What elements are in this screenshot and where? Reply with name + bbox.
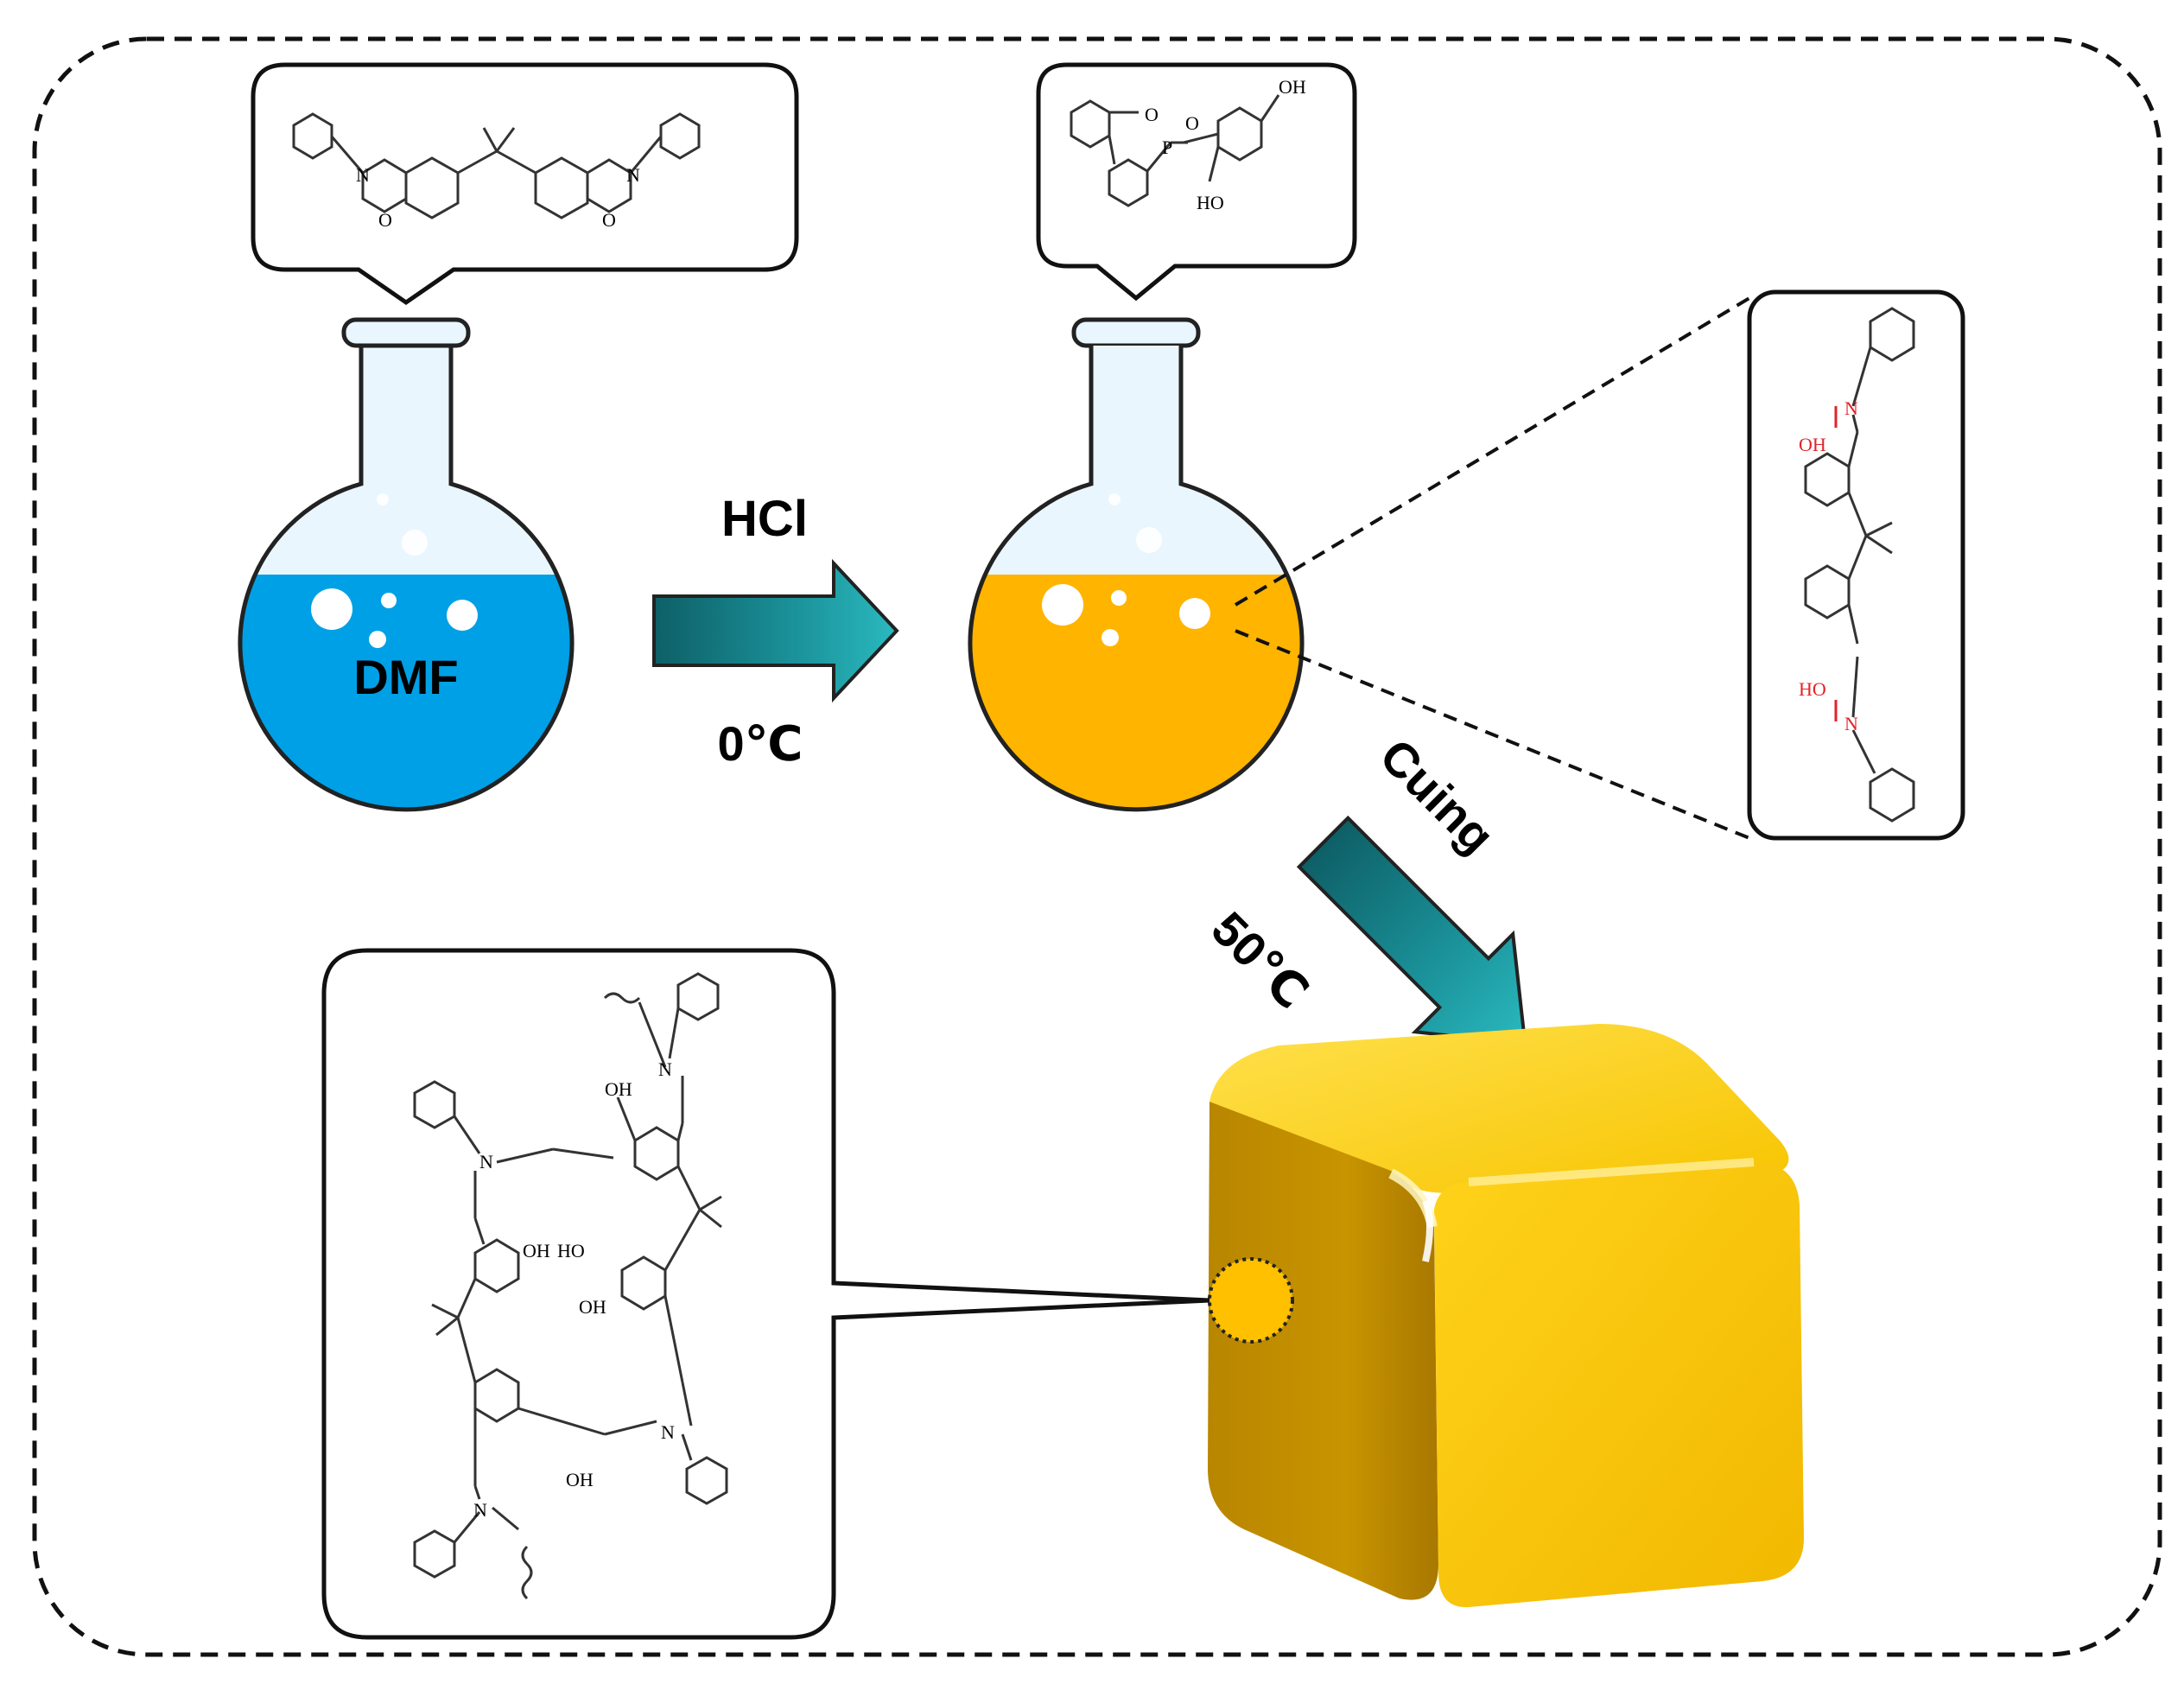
net-atom-oh-4: OH [566,1469,594,1490]
reagent-label: HCl [721,491,808,547]
atom-o-right: O [602,209,616,231]
net-atom-n-1: N [658,1058,672,1080]
flask-dmf-icon [238,317,575,812]
net-atom-n-4: N [473,1499,487,1521]
net-atom-oh-1: OH [605,1078,632,1100]
net-atom-ho-1: HO [557,1240,585,1261]
flask-reaction-icon [968,317,1305,812]
atom-n-right: N [626,164,640,186]
intermediate-structure-box: N OH HO N [1747,289,1965,841]
net-atom-n-2: N [479,1151,493,1172]
atom-o-ring: O [1145,104,1159,125]
atom-o-double: O [1185,112,1199,134]
atom-ho-bottom-red: HO [1799,678,1826,700]
cured-polymer-cube-icon [1208,1024,1804,1608]
atom-ho-bottom: HO [1197,192,1224,213]
atom-oh-top: OH [1279,76,1306,98]
atom-p: P [1162,137,1172,158]
net-atom-n-3: N [661,1421,675,1443]
atom-n-left: N [356,164,370,186]
reaction-arrow-icon [652,558,899,703]
zoom-line-top [1234,296,1751,607]
atom-o-left: O [378,209,392,231]
sample-spot-icon [1208,1257,1294,1344]
zoom-line-bottom [1235,629,1750,840]
initial-temp-label: 0℃ [718,716,803,771]
molecule-bubble-benzoxazine: N O N O [251,62,799,306]
atom-n-top-red: N [1844,397,1858,419]
network-structure-bubble: N OH N OH HO OH N OH N [321,948,1210,1640]
net-atom-oh-3: OH [579,1296,606,1318]
molecule-bubble-dopo: O P O OH HO [1036,62,1357,302]
atom-n-bottom-red: N [1844,713,1858,734]
curing-temp-label: 50℃ [1202,901,1320,1020]
atom-oh-top-red: OH [1799,434,1826,455]
solvent-label: DMF [353,650,458,704]
net-atom-oh-2: OH [523,1240,550,1261]
curing-label: Cuing [1369,728,1505,864]
outer-frame [32,36,2162,1657]
